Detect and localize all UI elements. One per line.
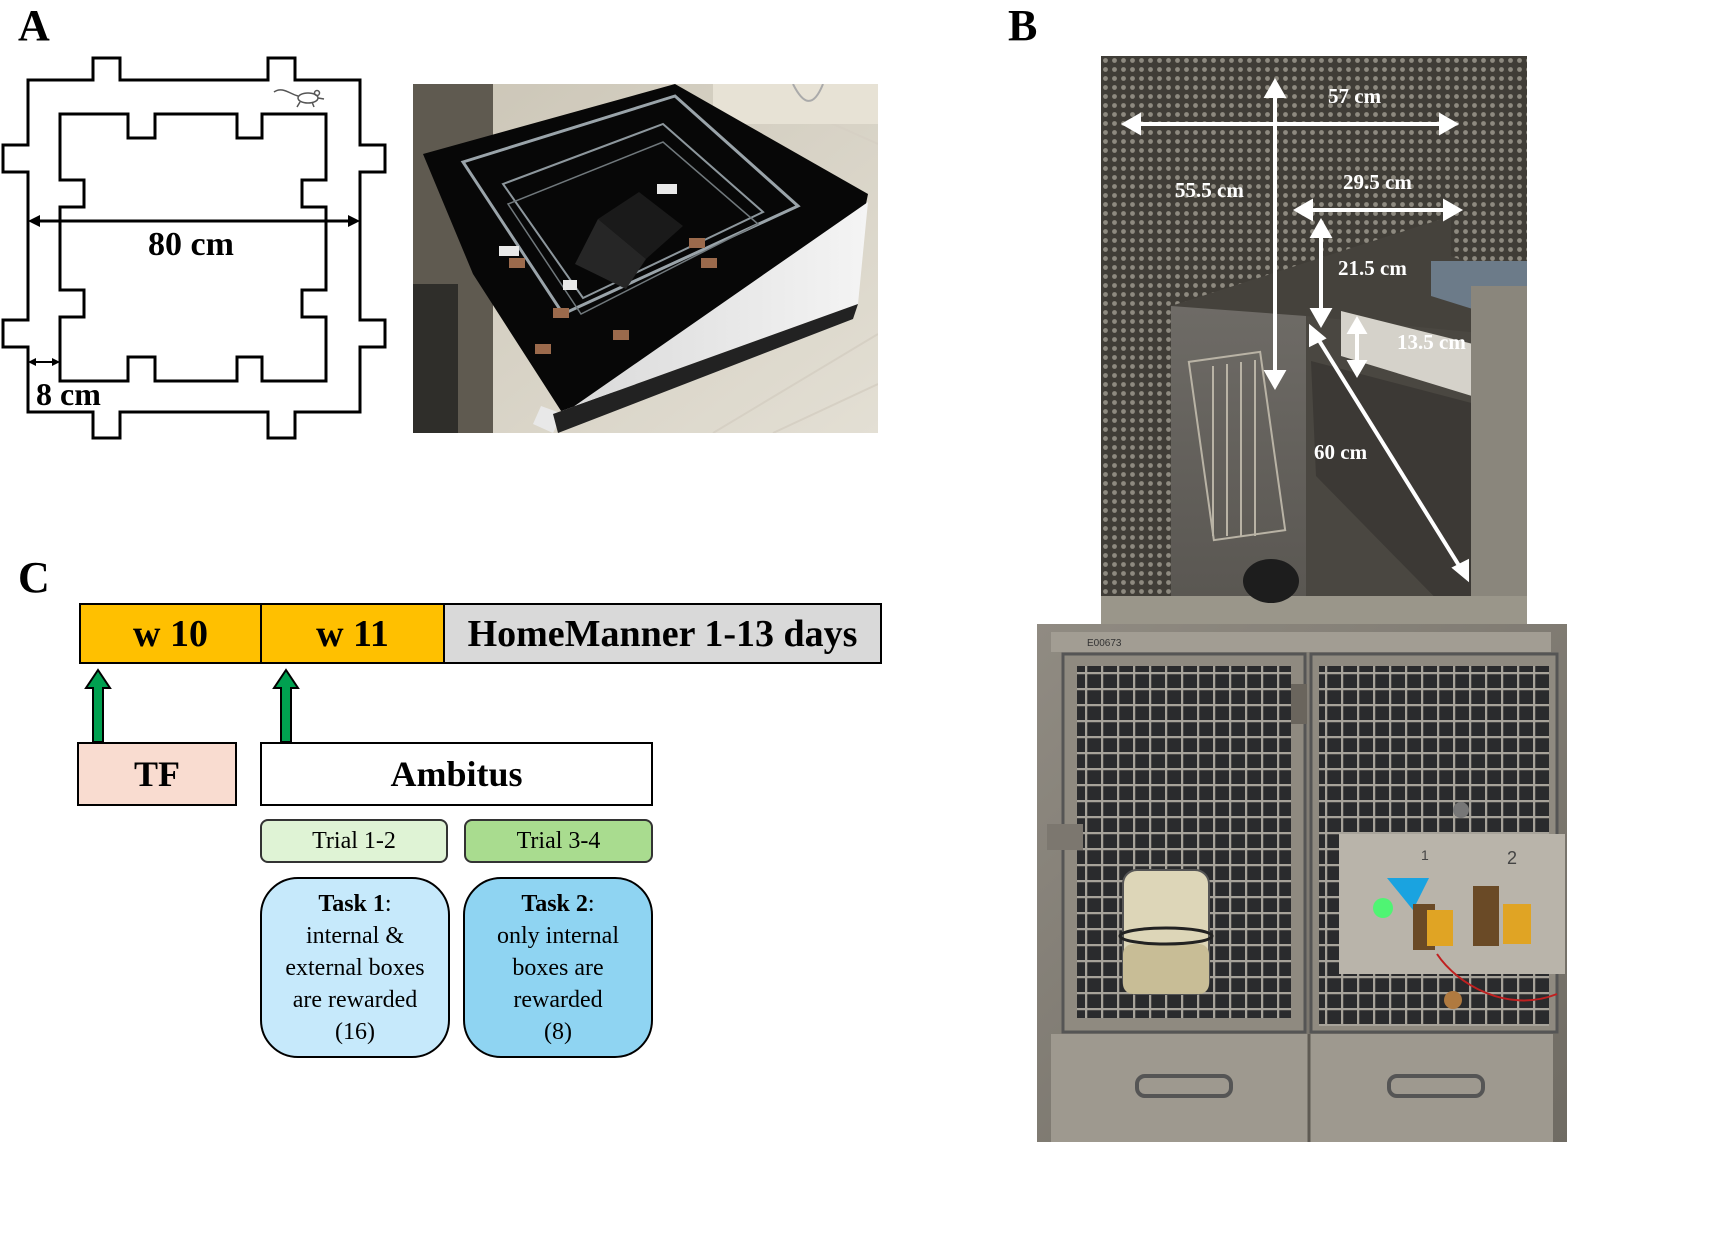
dimension-arrows bbox=[1120, 77, 1469, 583]
dimension-label-57: 57 cm bbox=[1328, 84, 1382, 108]
arrow-up-icon bbox=[272, 668, 300, 743]
panel-label-a: A bbox=[18, 1, 50, 50]
task-1-line-3: are rewarded bbox=[292, 986, 418, 1013]
task-2-line-4: (8) bbox=[544, 1018, 572, 1045]
task-2-box: Task 2: only internal boxes are rewarded… bbox=[463, 877, 653, 1058]
cage-front-photo: E00673 1 2 bbox=[1037, 624, 1567, 1142]
dimension-label-13-5: 13.5 cm bbox=[1397, 330, 1466, 354]
wire-ramp bbox=[1187, 350, 1287, 542]
task-1-line-2: external boxes bbox=[285, 954, 425, 981]
task-1-title: Task 1 bbox=[318, 890, 385, 917]
tf-block: TF bbox=[77, 742, 237, 806]
feeder-number-2: 2 bbox=[1507, 848, 1517, 868]
task-1-line-4: (16) bbox=[335, 1018, 375, 1045]
dimension-label-21-5: 21.5 cm bbox=[1338, 256, 1407, 280]
task-1-line-1: internal & bbox=[306, 922, 404, 949]
width-label: 80 cm bbox=[148, 226, 234, 263]
week-11-block: w 11 bbox=[260, 603, 445, 664]
water-bottle bbox=[1118, 869, 1214, 995]
panel-label-c: C bbox=[18, 553, 50, 602]
panel-label-b: B bbox=[1008, 1, 1038, 50]
feeder-number-1: 1 bbox=[1421, 847, 1429, 863]
corridor-label: 8 cm bbox=[36, 376, 101, 412]
task-2-line-1: only internal bbox=[497, 922, 619, 949]
width-dimension-arrow bbox=[28, 215, 360, 227]
task-2-line-2: boxes are bbox=[512, 954, 604, 981]
maze-apparatus-photo bbox=[413, 84, 878, 433]
trial-3-4-block: Trial 3-4 bbox=[464, 819, 653, 863]
week-10-block: w 10 bbox=[79, 603, 262, 664]
ambitus-block: Ambitus bbox=[260, 742, 653, 806]
task-2-title-line: Task 2: bbox=[521, 890, 595, 917]
trial-1-2-block: Trial 1-2 bbox=[260, 819, 448, 863]
corridor-dimension-arrow bbox=[28, 358, 60, 366]
task-1-box: Task 1: internal & external boxes are re… bbox=[260, 877, 450, 1058]
homemanner-block: HomeManner 1-13 days bbox=[443, 603, 882, 664]
dimension-label-60: 60 cm bbox=[1314, 440, 1368, 464]
dimension-label-29-5: 29.5 cm bbox=[1343, 170, 1412, 194]
task-2-title: Task 2 bbox=[521, 890, 588, 917]
cage-interior-photo bbox=[1101, 56, 1527, 624]
cage-tag: E00673 bbox=[1087, 638, 1122, 649]
maze-outer-wall bbox=[1, 56, 387, 440]
arrow-up-icon bbox=[84, 668, 112, 743]
maze-schematic bbox=[1, 56, 387, 440]
dimension-label-55-5: 55.5 cm bbox=[1175, 178, 1244, 202]
maze-inner-wall bbox=[58, 112, 328, 383]
task-1-title-line: Task 1: bbox=[318, 890, 392, 917]
feeder-units bbox=[1373, 802, 1558, 1009]
task-2-line-3: rewarded bbox=[513, 986, 603, 1013]
mouse-icon bbox=[273, 89, 325, 108]
